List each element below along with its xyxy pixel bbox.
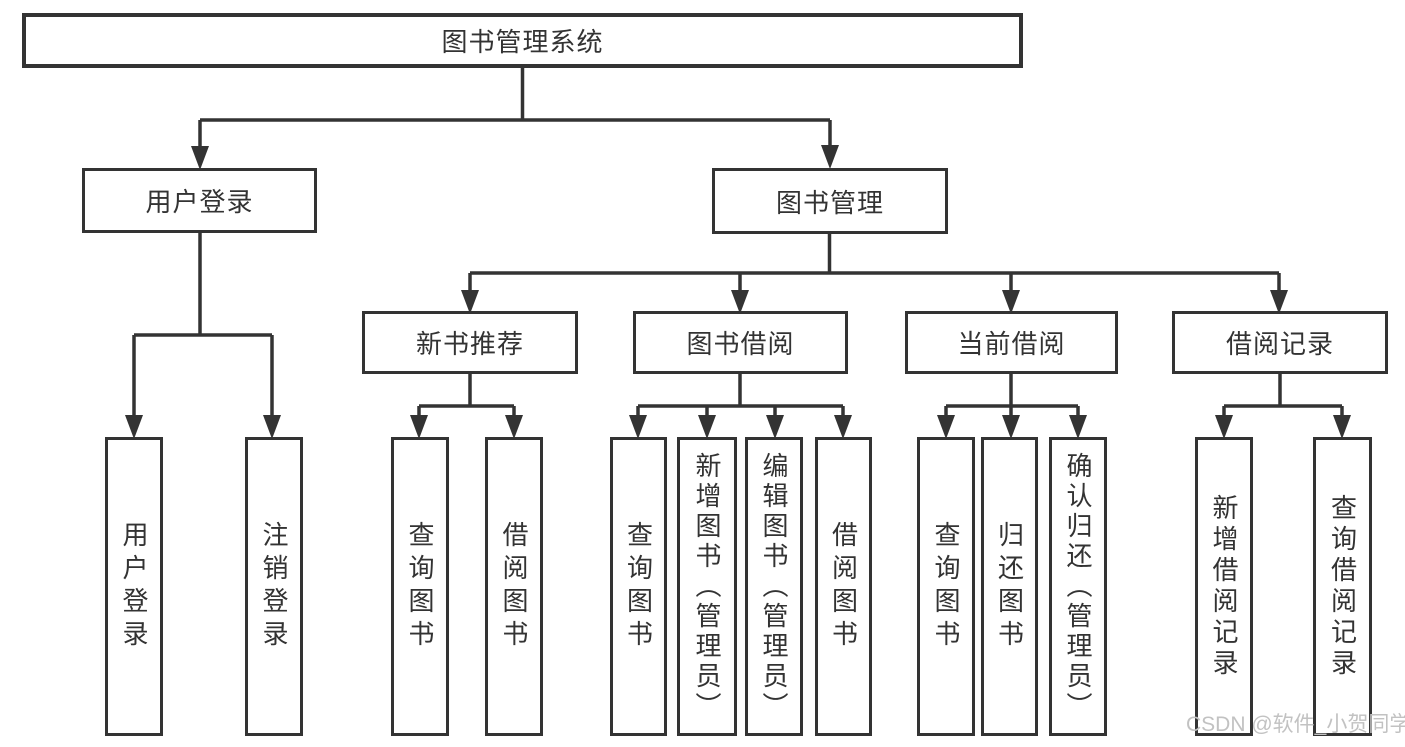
node-label: 新书推荐: [415, 329, 524, 359]
node-label: 查询图书: [931, 520, 961, 653]
node-label: 查询借阅记录: [1327, 493, 1358, 680]
node-new-book-recommendation: 新书推荐: [362, 311, 578, 374]
csdn-watermark: CSDN @软件_小贺同学: [1186, 713, 1405, 736]
node-label: 归还图书: [994, 520, 1025, 653]
leaf-return-books: 归还图书: [981, 437, 1038, 736]
leaf-query-borrow-record: 查询借阅记录: [1313, 437, 1372, 736]
node-label: 借阅记录: [1225, 329, 1334, 359]
leaf-query-books-recommend: 查询图书: [391, 437, 449, 736]
leaf-borrow-books: 借阅图书: [815, 437, 872, 736]
node-label: 借阅图书: [499, 520, 529, 653]
node-label: 查询图书: [623, 520, 654, 653]
node-book-management: 图书管理: [712, 168, 948, 234]
node-borrowing-records: 借阅记录: [1172, 311, 1388, 374]
leaf-confirm-return-admin: 确认归还（管理员）: [1049, 437, 1107, 736]
node-label: 借阅图书: [828, 520, 859, 653]
leaf-query-books-borrowing: 查询图书: [610, 437, 667, 736]
node-label: 用户登录: [145, 187, 254, 217]
node-label: 确认归还（管理员）: [1063, 451, 1093, 722]
node-label: 图书管理: [775, 187, 884, 218]
node-label: 查询图书: [405, 520, 435, 653]
leaf-add-books-admin: 新增图书（管理员）: [677, 437, 737, 736]
node-book-borrowing: 图书借阅: [633, 311, 848, 374]
leaf-borrow-books-recommend: 借阅图书: [485, 437, 543, 736]
node-label: 图书管理系统: [441, 27, 604, 57]
node-label: 用户登录: [119, 520, 149, 653]
leaf-user-login: 用户登录: [105, 437, 163, 736]
leaf-logout: 注销登录: [245, 437, 303, 736]
node-label: 新增图书（管理员）: [692, 451, 722, 722]
leaf-edit-books-admin: 编辑图书（管理员）: [745, 437, 803, 736]
leaf-query-books-current: 查询图书: [917, 437, 975, 736]
node-label: 当前借阅: [957, 329, 1066, 359]
node-label: 图书借阅: [686, 329, 795, 359]
node-label: 编辑图书（管理员）: [759, 451, 789, 722]
node-library-management-system: 图书管理系统: [22, 13, 1023, 68]
node-label: 新增借阅记录: [1209, 493, 1239, 680]
node-label: 注销登录: [259, 520, 289, 653]
leaf-add-borrow-record: 新增借阅记录: [1195, 437, 1253, 736]
node-current-borrowing: 当前借阅: [905, 311, 1118, 374]
node-user-login: 用户登录: [82, 168, 317, 233]
